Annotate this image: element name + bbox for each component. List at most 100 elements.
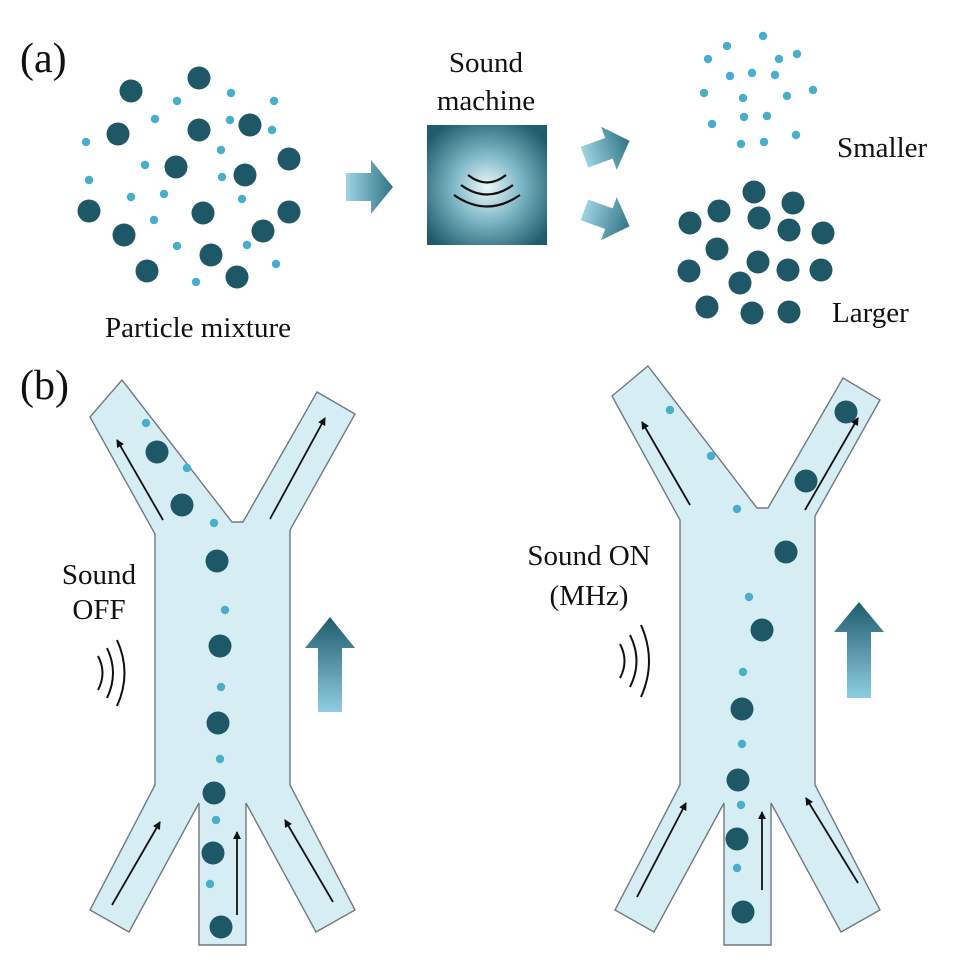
large-particle <box>746 250 770 274</box>
small-particle <box>706 451 716 461</box>
small-particle <box>758 31 768 41</box>
small-particle <box>205 879 215 889</box>
large-particle <box>811 221 835 245</box>
small-particle <box>211 815 221 825</box>
large-particle <box>695 295 719 319</box>
small-particle <box>770 70 780 80</box>
large-particle <box>794 469 818 493</box>
small-particle <box>216 145 226 155</box>
small-particle <box>269 96 279 106</box>
large-particle <box>774 540 798 564</box>
sound-waves-icon <box>97 639 126 707</box>
small-particle <box>191 277 201 287</box>
small-particle <box>707 119 717 129</box>
panel-b-label: (b) <box>20 363 69 409</box>
small-particle <box>736 800 746 810</box>
large-particle <box>135 259 159 283</box>
large-particle <box>809 258 833 282</box>
large-particle <box>777 218 801 242</box>
large-particle <box>677 259 701 283</box>
particle-mixture <box>77 66 301 289</box>
flow-line-inlet-left <box>636 802 687 898</box>
small-particle <box>732 863 742 873</box>
flow-lines-on <box>636 417 859 898</box>
small-particle <box>791 130 801 140</box>
large-particle <box>726 768 750 792</box>
large-particle <box>164 155 188 179</box>
flow-line-outlet-left <box>641 421 691 506</box>
flow-lines-off <box>111 417 334 915</box>
flow-line-inlet-right <box>805 797 859 884</box>
flow-direction-arrow-off <box>305 617 355 712</box>
channel-sound-off: Sound OFF <box>62 378 356 946</box>
large-particle <box>191 201 215 225</box>
small-particle <box>226 88 236 98</box>
large-particle <box>740 301 764 325</box>
small-particle <box>792 49 802 59</box>
y-channel-on <box>611 364 881 946</box>
large-particle <box>201 841 225 865</box>
small-particle <box>759 137 769 147</box>
large-particle <box>199 243 223 267</box>
small-particle <box>217 172 227 182</box>
small-particle <box>81 137 91 147</box>
large-particle <box>77 199 101 223</box>
small-particle <box>126 192 136 202</box>
small-particle <box>225 115 235 125</box>
larger-particles-group <box>677 180 835 325</box>
large-particle <box>777 300 801 324</box>
sound-on-line2: (MHz) <box>550 580 629 612</box>
small-particle <box>141 418 151 428</box>
small-particle <box>665 405 675 415</box>
panel-a-label: (a) <box>20 36 67 82</box>
large-particle <box>119 79 143 103</box>
large-particle <box>202 781 226 805</box>
small-particle <box>209 518 219 528</box>
small-particle <box>271 259 281 269</box>
small-particle <box>808 85 818 95</box>
sound-machine-box <box>427 125 547 245</box>
mixture-caption: Particle mixture <box>105 312 291 344</box>
sound-waves-icon <box>453 174 521 208</box>
large-particle <box>209 915 233 939</box>
large-particle <box>750 618 774 642</box>
sound-off-line2: OFF <box>72 594 125 626</box>
flow-line-inlet-right <box>284 819 334 903</box>
large-particle <box>781 191 805 215</box>
small-particle <box>237 194 247 204</box>
large-particle <box>747 206 771 230</box>
small-particle <box>722 41 732 51</box>
panel-a: (a) Particle mixture Sound machine Small… <box>20 31 928 344</box>
output-arrow-smaller <box>580 126 630 170</box>
particles-sound-off <box>141 418 233 939</box>
small-particle <box>739 112 749 122</box>
flow-direction-arrow-on <box>834 602 884 698</box>
flow-line-outlet-right <box>269 417 326 520</box>
large-particle <box>238 113 262 137</box>
large-particle <box>170 493 194 517</box>
machine-title-line2: machine <box>437 85 535 117</box>
small-particle <box>182 463 192 473</box>
small-particle <box>220 605 230 615</box>
large-particle <box>106 122 130 146</box>
small-particle <box>738 93 748 103</box>
small-particle <box>149 215 159 225</box>
sound-off-line1: Sound <box>62 559 137 591</box>
large-particle <box>112 223 136 247</box>
small-particle <box>216 682 226 692</box>
sound-waves-icon <box>619 624 650 698</box>
small-particle <box>747 68 757 78</box>
large-particle <box>728 271 752 295</box>
large-particle <box>225 265 249 289</box>
sound-on-line1: Sound ON <box>527 540 650 572</box>
large-particle <box>705 237 729 261</box>
machine-title-line1: Sound <box>449 47 524 79</box>
larger-label: Larger <box>832 297 909 329</box>
flow-line-inlet-left <box>111 821 161 906</box>
large-particle <box>277 147 301 171</box>
small-particle <box>736 139 746 149</box>
large-particle <box>187 118 211 142</box>
flow-line-outlet-right <box>804 417 859 511</box>
large-particle <box>742 180 766 204</box>
